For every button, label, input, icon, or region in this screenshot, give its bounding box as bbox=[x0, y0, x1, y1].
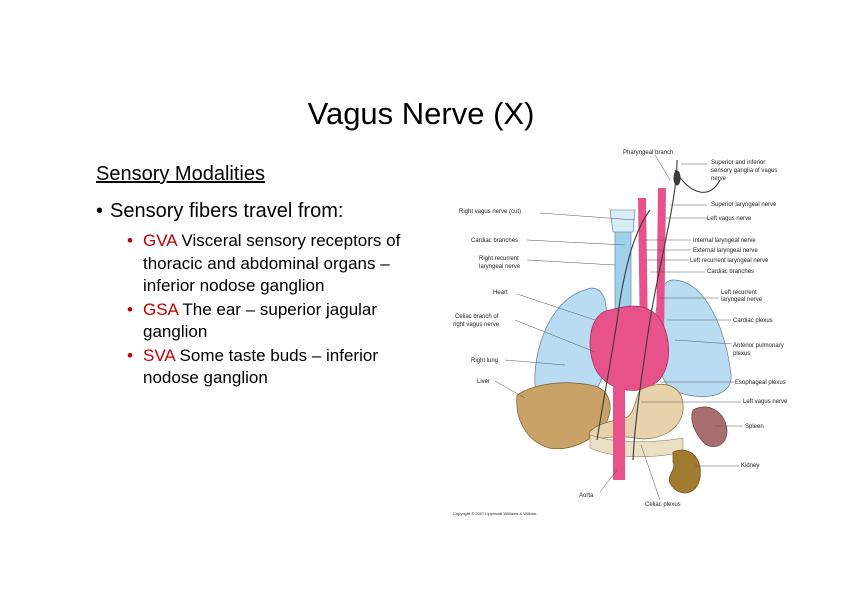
label-cardiac-branches-left: Cardiac branches bbox=[471, 238, 518, 244]
trachea-shape bbox=[614, 227, 632, 314]
leader-lines bbox=[494, 154, 743, 501]
modality-abbr: GVA bbox=[143, 231, 177, 250]
label-celiac-branch: Celiac branch of bbox=[455, 314, 499, 320]
label-internal-laryngeal-nerve: Internal laryngeal nerve bbox=[693, 238, 756, 244]
main-bullet-text: Sensory fibers travel from: bbox=[110, 200, 344, 222]
label-sensory-ganglia: Superior and inferior bbox=[711, 160, 765, 166]
bullet-dot-icon: • bbox=[127, 299, 133, 319]
sub-bullet-gsa: • GSA The ear – superior jagular ganglion bbox=[125, 299, 415, 344]
aorta-shape bbox=[613, 360, 625, 480]
organ-shapes bbox=[516, 188, 732, 494]
bullet-dot-icon: • bbox=[127, 231, 133, 250]
label-left-vagus-nerve-2: Left vagus nerve bbox=[743, 399, 788, 405]
label-aorta: Aorta bbox=[579, 493, 594, 499]
sub-bullet-sva: • SVA Some taste buds – inferior nodose g… bbox=[125, 345, 415, 390]
modality-abbr: SVA bbox=[143, 345, 175, 365]
label-kidney: Kidney bbox=[741, 463, 759, 469]
modality-text: The ear – superior jagular ganglion bbox=[143, 299, 378, 342]
sub-bullet-list: • GVA Visceral sensory receptors of thora… bbox=[125, 230, 415, 391]
anatomy-illustration: Pharyngeal branch Superior and inferior … bbox=[453, 150, 788, 516]
label-cardiac-plexus: Cardiac plexus bbox=[733, 318, 773, 324]
label-heart: Heart bbox=[493, 290, 508, 296]
label-celiac-branch: right vagus nerve bbox=[453, 322, 500, 328]
spleen-shape bbox=[691, 406, 728, 447]
slide-title: Vagus Nerve (X) bbox=[307, 96, 535, 131]
label-left-recurrent-laryngeal: Left recurrent laryngeal nerve bbox=[690, 258, 769, 264]
heart-shape bbox=[589, 305, 669, 391]
vagus-nerve-anatomy-figure: Pharyngeal branch Superior and inferior … bbox=[445, 140, 810, 525]
carotid-artery-shape bbox=[638, 198, 648, 340]
label-left-recurrent-2: Left recurrent bbox=[721, 290, 757, 296]
label-celiac-plexus: Celiac plexus bbox=[645, 502, 681, 508]
label-pharyngeal-branch: Pharyngeal branch bbox=[623, 150, 673, 156]
figure-copyright: Copyright © 2007 Lippincott Williams & W… bbox=[453, 511, 537, 516]
figure-labels: Pharyngeal branch Superior and inferior … bbox=[453, 150, 788, 516]
label-anterior-pulmonary-plexus: Anterior pulmonary bbox=[733, 343, 784, 349]
label-sensory-ganglia: nerve bbox=[711, 176, 727, 182]
bullet-dot-icon: • bbox=[127, 345, 133, 365]
label-right-lung: Right lung bbox=[471, 358, 498, 364]
label-external-laryngeal-nerve: External laryngeal nerve bbox=[693, 248, 758, 254]
label-left-recurrent-2: laryngeal nerve bbox=[721, 297, 763, 303]
label-liver: Liver bbox=[477, 379, 490, 385]
nerve-lines bbox=[596, 159, 721, 461]
label-right-recurrent-laryngeal: laryngeal nerve bbox=[479, 264, 521, 270]
bullet-dot-icon: • bbox=[96, 200, 104, 222]
label-cardiac-branches-right: Cardiac branches bbox=[707, 269, 754, 275]
label-anterior-pulmonary-plexus: plexus bbox=[733, 351, 750, 357]
larynx-shape bbox=[609, 209, 636, 233]
modality-abbr: GSA bbox=[143, 299, 178, 319]
label-superior-laryngeal-nerve: Superior laryngeal nerve bbox=[711, 202, 777, 208]
label-left-vagus-nerve: Left vagus nerve bbox=[707, 216, 752, 222]
label-esophageal-plexus: Esophageal plexus bbox=[735, 380, 786, 386]
label-right-vagus-nerve: Right vagus nerve (cut) bbox=[459, 209, 521, 215]
label-right-recurrent-laryngeal: Right recurrent bbox=[479, 256, 519, 262]
label-spleen: Spleen bbox=[745, 424, 764, 430]
kidney-shape bbox=[669, 449, 701, 494]
sub-bullet-gva: • GVA Visceral sensory receptors of thora… bbox=[125, 230, 415, 298]
modality-text: Some taste buds – inferior nodose gangli… bbox=[143, 345, 378, 388]
section-heading: Sensory Modalities bbox=[96, 163, 265, 185]
modality-text: Visceral sensory receptors of thoracic a… bbox=[143, 231, 401, 295]
main-bullet: • Sensory fibers travel from: bbox=[96, 200, 343, 223]
label-sensory-ganglia: sensory ganglia of vagus bbox=[711, 168, 777, 174]
